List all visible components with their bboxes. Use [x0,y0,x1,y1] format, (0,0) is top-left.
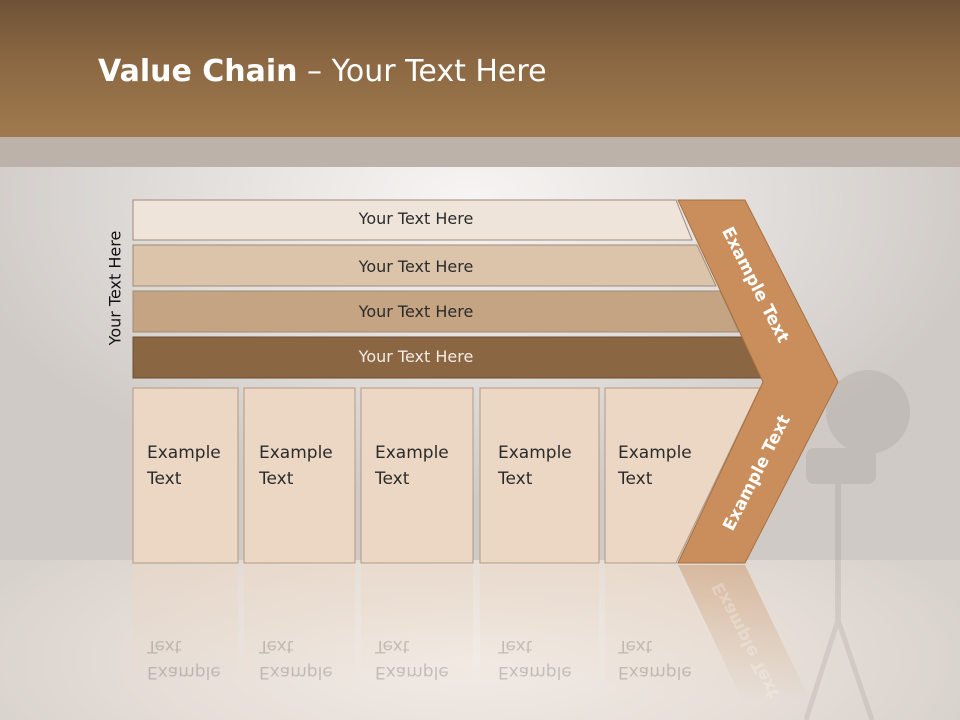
activity-box-last [604,387,761,564]
title-rest: – Your Text Here [297,54,547,89]
activity-box [360,387,474,564]
support-bar-label: Your Text Here [358,257,474,276]
support-bar-label: Your Text Here [358,209,474,228]
margin-chevron [677,199,839,564]
support-bar-label: Your Text Here [358,347,474,366]
support-bar [132,290,740,333]
activity-box [132,387,239,564]
title-bold: Value Chain [98,54,298,89]
activity-box [479,387,600,564]
header-band [0,137,960,167]
support-bar [132,244,717,287]
activity-box [243,387,356,564]
support-bar [132,199,693,241]
support-bar-label: Your Text Here [358,302,474,321]
slide-title: Value Chain – Your Text Here [98,54,547,89]
header-bar [0,0,960,137]
reflection-boxes [133,565,810,700]
